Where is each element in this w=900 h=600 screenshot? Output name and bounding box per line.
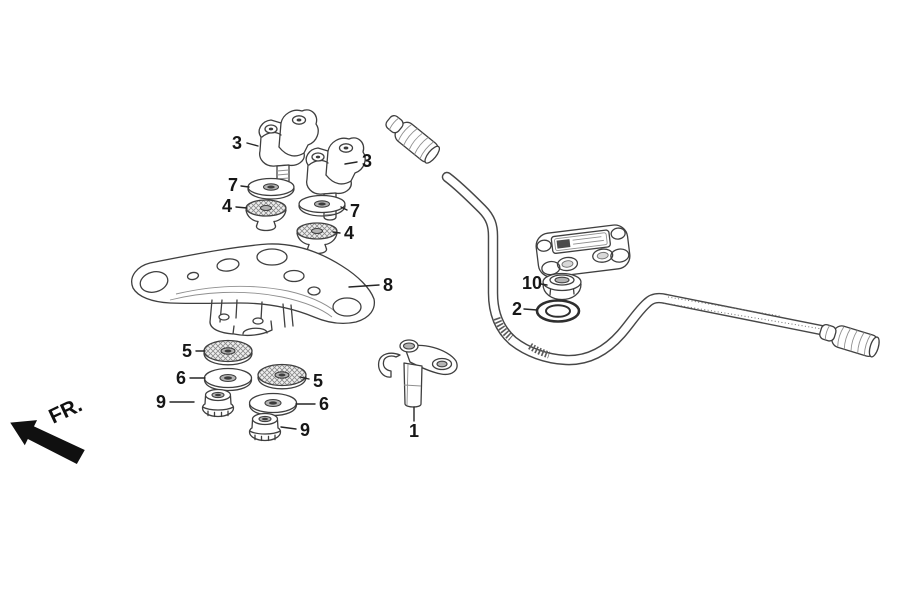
callout-4-left: 4 bbox=[222, 196, 232, 216]
knurl-dots-right bbox=[663, 302, 823, 330]
callout-10: 10 bbox=[522, 273, 542, 293]
callout-7-left: 7 bbox=[228, 175, 238, 195]
callout-8: 8 bbox=[383, 275, 393, 295]
washer-part-6-right bbox=[248, 392, 298, 417]
callout-9-right: 9 bbox=[300, 420, 310, 440]
rubber-washer-part-5-right bbox=[257, 363, 307, 390]
knurl-band-bottom bbox=[528, 343, 551, 359]
front-direction-arrow-icon bbox=[10, 420, 85, 464]
callout-7-right: 7 bbox=[350, 201, 360, 221]
callout-2: 2 bbox=[512, 299, 522, 319]
bar-end-grip-right bbox=[816, 319, 882, 360]
fr-direction-label: FR. bbox=[45, 393, 85, 428]
callout-3-left: 3 bbox=[232, 133, 242, 153]
callout-6-right: 6 bbox=[319, 394, 329, 414]
washer-part-7-right bbox=[298, 194, 346, 217]
bar-end-grip-left bbox=[381, 110, 443, 167]
callout-5-right: 5 bbox=[313, 371, 323, 391]
plate-under-bracket bbox=[209, 299, 294, 337]
nut-part-9-right bbox=[248, 412, 282, 442]
callout-5-left: 5 bbox=[182, 341, 192, 361]
callout-9-left: 9 bbox=[156, 392, 166, 412]
front-direction-marker: FR. bbox=[10, 393, 86, 464]
washer-part-7-left bbox=[247, 177, 295, 200]
callout-4-right: 4 bbox=[344, 223, 354, 243]
steering-stem-nut-part-10 bbox=[542, 272, 582, 301]
callout-labels: 3 3 7 7 4 4 8 5 5 6 6 9 9 1 10 2 bbox=[156, 133, 542, 441]
bracket-part-1 bbox=[377, 339, 458, 408]
nut-part-9-left bbox=[201, 388, 235, 418]
handlebar-upper-holder-pad bbox=[535, 224, 631, 278]
callout-3-right: 3 bbox=[362, 151, 372, 171]
bushing-part-4-left bbox=[245, 199, 287, 232]
callout-1: 1 bbox=[409, 421, 419, 441]
rubber-washer-part-5-left bbox=[203, 339, 253, 366]
top-bridge-plate-part-8 bbox=[131, 243, 376, 337]
pad-marking bbox=[556, 239, 571, 249]
callout-6-left: 6 bbox=[176, 368, 186, 388]
leader-lines bbox=[169, 142, 548, 430]
steering-stem-washer-part-2 bbox=[535, 299, 581, 323]
washer-part-6-left bbox=[203, 367, 253, 392]
handlebar-tube bbox=[441, 171, 832, 366]
